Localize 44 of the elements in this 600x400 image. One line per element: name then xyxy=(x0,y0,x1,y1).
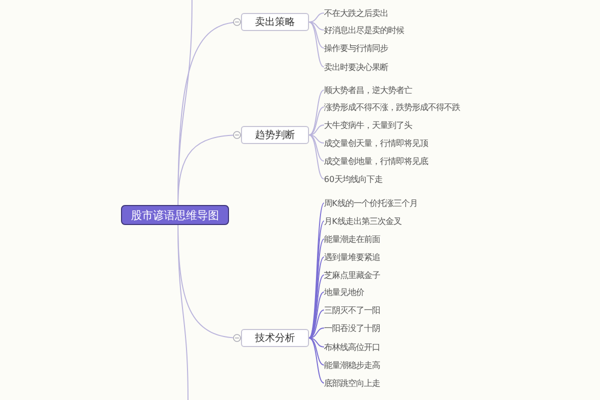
connector-line xyxy=(308,22,324,68)
connector-line xyxy=(308,338,324,348)
connector-line xyxy=(308,90,324,136)
connector-line xyxy=(308,310,324,338)
topic-box: 技术分析 xyxy=(241,329,309,347)
connector-line xyxy=(308,238,324,338)
subtopic-text: 地量见地价 xyxy=(324,285,364,299)
connector-line xyxy=(308,22,324,30)
connector-line xyxy=(308,292,324,338)
subtopic-text: 卖出时要决心果断 xyxy=(324,60,388,74)
subtopic-text: 好消息出尽是卖的时候 xyxy=(324,23,404,37)
connector-line xyxy=(308,124,324,136)
subtopic-text: 遇到量堆要紧追 xyxy=(324,250,380,264)
subtopic-text: 成交量创地量，行情即将见底 xyxy=(324,154,428,168)
subtopic-text: 成交量创天量，行情即将见顶 xyxy=(324,136,428,150)
connector-line xyxy=(178,224,188,400)
subtopic-text: 60天均线向下走 xyxy=(324,172,383,186)
subtopic-text: 布林线高位开口 xyxy=(324,340,380,354)
connector-line xyxy=(178,0,192,206)
connector-line xyxy=(308,134,324,144)
subtopic-text: 一阳吞没了十阴 xyxy=(324,321,380,335)
subtopic-text: 周K线的一个价托涨三个月 xyxy=(324,196,418,210)
subtopic-text: 操作要与行情同步 xyxy=(324,41,388,55)
central-topic-box: 股市谚语思维导图 xyxy=(121,205,229,225)
topic-box: 卖出策略 xyxy=(241,13,309,31)
topic-box: 趋势判断 xyxy=(241,126,309,144)
subtopic-text: 月K线走出第三次金叉 xyxy=(324,214,402,228)
connector-line xyxy=(308,134,324,162)
connector-line xyxy=(308,134,324,180)
subtopic-text: 大牛变病牛，天量到了头 xyxy=(324,118,412,132)
connector-line xyxy=(308,12,324,22)
subtopic-text: 底部跳空向上走 xyxy=(324,376,380,390)
connector-line xyxy=(308,338,324,384)
connector-line xyxy=(308,22,324,48)
subtopic-text: 不在大跌之后卖出 xyxy=(324,6,388,20)
connector-line xyxy=(308,328,324,338)
subtopic-text: 涨势形成不得不涨，跌势形成不得不跌 xyxy=(324,100,460,114)
connector-line xyxy=(308,338,324,366)
subtopic-text: 能量潮走在前面 xyxy=(324,232,380,246)
connector-line xyxy=(308,106,324,136)
subtopic-text: 三阴灭不了一阳 xyxy=(324,303,380,317)
subtopic-text: 顺大势者昌，逆大势者亡 xyxy=(324,83,412,97)
subtopic-text: 芝麻点里藏金子 xyxy=(324,268,380,282)
subtopic-text: 能量潮稳步走高 xyxy=(324,358,380,372)
